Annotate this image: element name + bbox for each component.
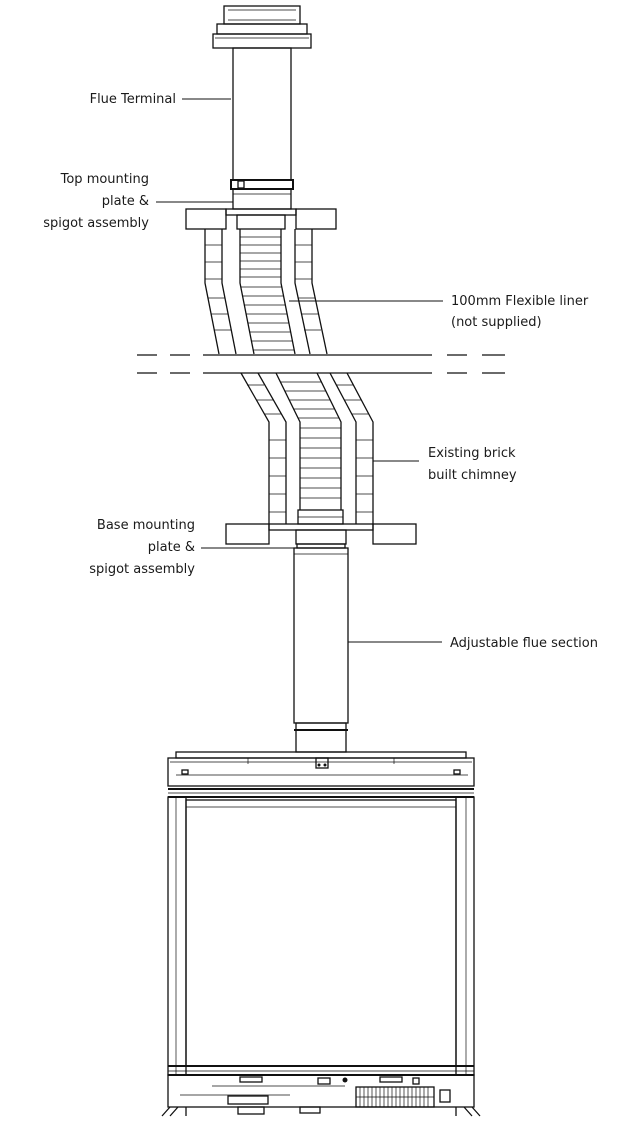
label-existing-chimney-line2: built chimney	[428, 468, 517, 483]
label-flue-terminal: Flue Terminal	[90, 92, 176, 107]
stove-appliance	[161, 751, 481, 1117]
upper-chimney	[204, 229, 328, 355]
adjustable-flue-section	[293, 547, 349, 753]
label-top-mounting-plate-line1: Top mounting	[60, 172, 149, 187]
base-mounting-plate	[225, 523, 417, 549]
top-mounting-plate	[185, 208, 337, 230]
label-existing-chimney-line1: Existing brick	[428, 446, 516, 461]
labels: Flue Terminal Top mounting plate & spigo…	[43, 92, 598, 651]
label-base-mounting-plate-line1: Base mounting	[97, 518, 195, 533]
label-flexible-liner-line2: (not supplied)	[451, 315, 542, 330]
break-lines	[137, 354, 505, 374]
leader-lines	[156, 98, 443, 643]
lower-chimney	[240, 372, 374, 525]
label-flexible-liner-line1: 100mm Flexible liner	[451, 294, 589, 309]
flue-terminal	[212, 5, 312, 210]
label-base-mounting-plate-line2: plate &	[148, 540, 195, 555]
label-top-mounting-plate-line2: plate &	[102, 194, 149, 209]
label-top-mounting-plate-line3: spigot assembly	[43, 216, 149, 231]
label-adjustable-flue-section: Adjustable flue section	[450, 636, 598, 651]
label-base-mounting-plate-line3: spigot assembly	[89, 562, 195, 577]
